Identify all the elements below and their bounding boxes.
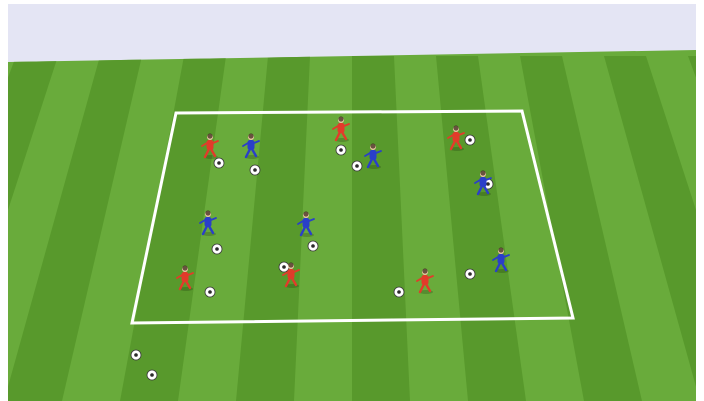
soccer-ball	[250, 165, 260, 175]
soccer-ball	[465, 269, 475, 279]
soccer-ball	[279, 262, 289, 272]
soccer-ball	[336, 145, 346, 155]
soccer-ball	[205, 287, 215, 297]
pitch	[0, 50, 704, 401]
soccer-ball	[147, 370, 157, 380]
soccer-ball	[352, 161, 362, 171]
soccer-ball	[212, 244, 222, 254]
soccer-ball	[131, 350, 141, 360]
soccer-ball	[214, 158, 224, 168]
soccer-ball	[308, 241, 318, 251]
soccer-ball	[394, 287, 404, 297]
soccer-ball	[465, 135, 475, 145]
